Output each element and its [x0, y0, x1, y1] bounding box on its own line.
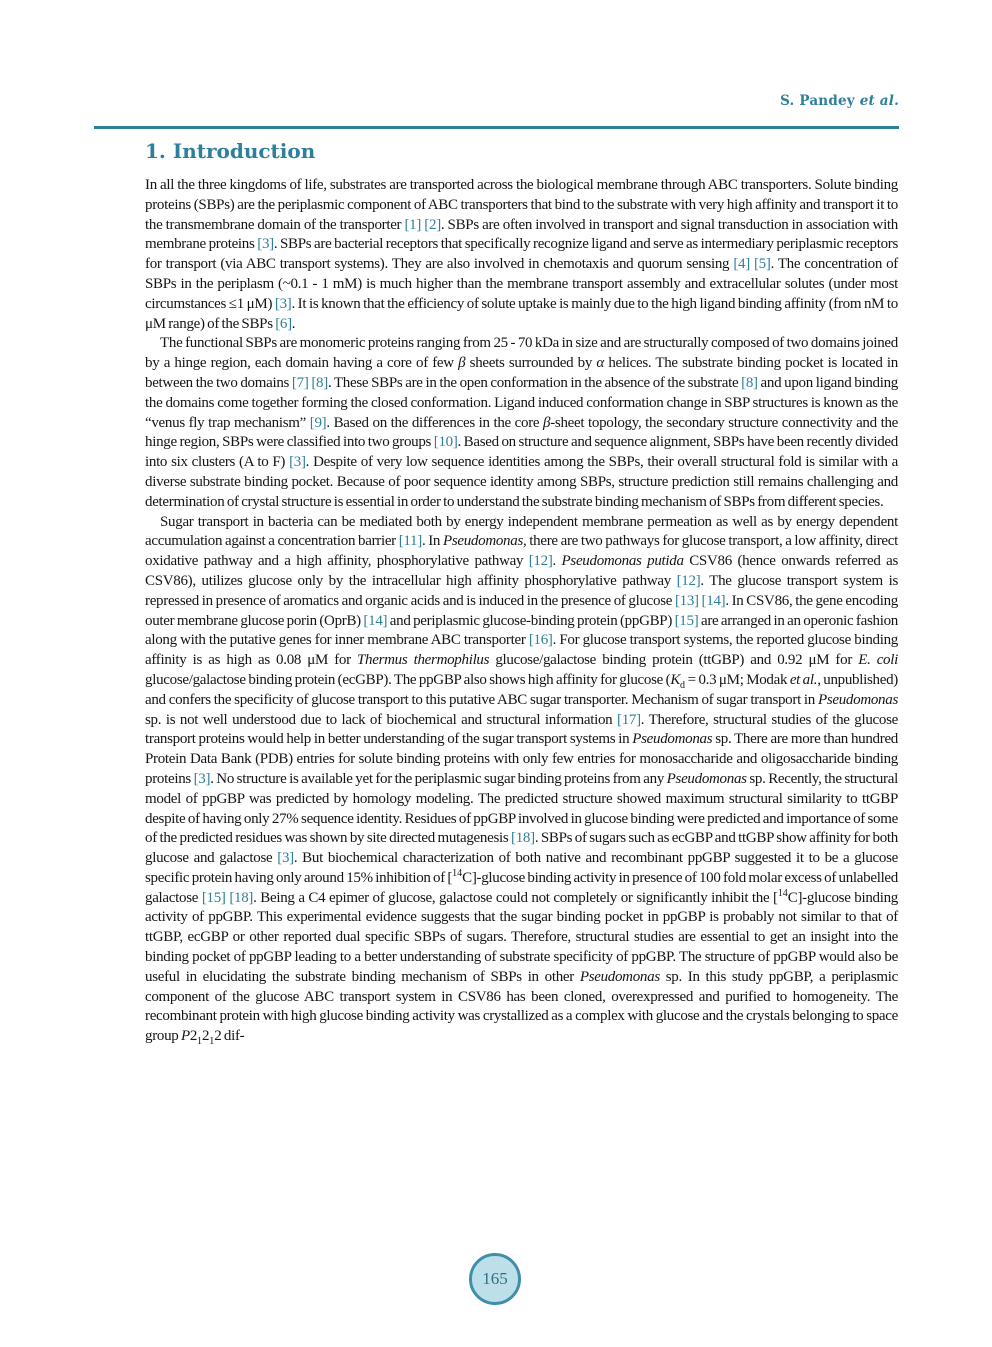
citation-link[interactable]: [3]	[193, 770, 211, 787]
italic-text: P	[180, 1028, 190, 1045]
citation-link[interactable]: [3]	[257, 236, 274, 253]
italic-text: et al.	[789, 671, 818, 688]
paragraph: The functional SBPs are monomeric protei…	[145, 335, 899, 510]
running-head-author: S. Pandey et al.	[94, 93, 899, 109]
author-etal: et al.	[859, 93, 899, 109]
citation-link[interactable]: [1]	[404, 216, 422, 233]
citation-link[interactable]: [18]	[229, 889, 254, 906]
citation-link[interactable]: [4]	[733, 256, 750, 273]
citation-link[interactable]: [15]	[674, 612, 699, 629]
citation-link[interactable]: [14]	[701, 592, 726, 609]
citation-link[interactable]: [13]	[674, 592, 699, 609]
italic-text: Pseudomonas putida	[561, 553, 684, 570]
italic-text: Pseudomonas	[632, 731, 713, 748]
citation-link[interactable]: [17]	[617, 711, 641, 728]
citation-link[interactable]: [18]	[511, 830, 535, 847]
subscript-text: 1	[197, 1036, 203, 1048]
citation-link[interactable]: [8]	[741, 374, 758, 391]
citation-link[interactable]: [7]	[291, 374, 309, 391]
page-number: 165	[482, 1269, 508, 1288]
citation-link[interactable]: [3]	[274, 295, 292, 312]
italic-text: Pseudomonas	[579, 968, 660, 985]
superscript-text: 14	[452, 867, 463, 879]
subscript-text: d	[680, 679, 686, 691]
citation-link[interactable]: [12]	[528, 553, 553, 570]
citation-link[interactable]: [5]	[753, 256, 771, 273]
italic-text: K	[670, 671, 681, 688]
citation-link[interactable]: [12]	[676, 572, 701, 589]
page-number-badge: 165	[469, 1253, 521, 1305]
author-name: S. Pandey	[780, 93, 860, 109]
italic-text: β	[458, 355, 466, 372]
citation-link[interactable]: [16]	[528, 632, 553, 649]
paragraph: In all the three kingdoms of life, subst…	[145, 177, 899, 332]
citation-link[interactable]: [8]	[311, 374, 328, 391]
citation-link[interactable]: [6]	[275, 315, 292, 332]
citation-link[interactable]: [11]	[398, 533, 423, 550]
header-divider	[94, 126, 899, 129]
citation-link[interactable]: [2]	[424, 216, 441, 233]
italic-text: E. coli	[858, 652, 898, 669]
citation-link[interactable]: [14]	[363, 612, 388, 629]
italic-text: α	[596, 355, 604, 372]
citation-link[interactable]: [15]	[201, 889, 226, 906]
citation-link[interactable]: [3]	[277, 850, 294, 867]
italic-text: β	[543, 414, 551, 431]
introduction-text: In all the three kingdoms of life, subst…	[145, 176, 898, 1047]
superscript-text: 14	[777, 887, 788, 899]
italic-text: Pseudomonas	[442, 533, 523, 550]
subscript-text: 1	[209, 1036, 215, 1048]
paragraph: Sugar transport in bacteria can be media…	[145, 513, 899, 1048]
italic-text: Pseudomonas	[666, 770, 747, 787]
section-heading: 1. Introduction	[145, 139, 316, 163]
italic-text: Pseudomonas	[817, 691, 898, 708]
citation-link[interactable]: [10]	[433, 434, 458, 451]
citation-link[interactable]: [3]	[289, 454, 306, 471]
italic-text: Thermus thermophilus	[357, 652, 490, 669]
citation-link[interactable]: [9]	[309, 414, 327, 431]
